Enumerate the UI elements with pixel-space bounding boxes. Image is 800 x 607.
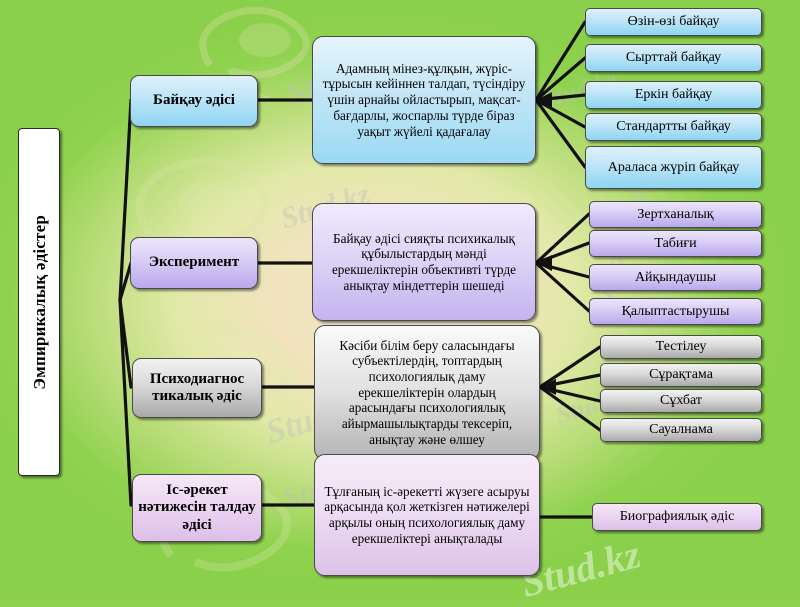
leaf-label: Биографиялық әдіс bbox=[619, 509, 735, 525]
leaf-label: Қалыптастырушы bbox=[621, 303, 730, 319]
description-label: Адамның мінез-құлқын, жүріс-тұрысын кейі… bbox=[322, 60, 526, 139]
description-node-psychodiagnostic[interactable]: Кәсіби білім беру саласындағы субъектіле… bbox=[314, 325, 540, 460]
link-psy-leaf-1 bbox=[538, 345, 602, 389]
leaf-label: Сұхбат bbox=[660, 393, 702, 409]
link-obs-leaf-1 bbox=[534, 20, 587, 102]
leaf-label: Сырттай байқау bbox=[625, 50, 722, 66]
link-exp-leaf-4 bbox=[534, 261, 591, 313]
description-label: Кәсіби білім беру саласындағы субъектіле… bbox=[339, 337, 515, 447]
method-node-psychodiagnostic[interactable]: Психодиагнос тикалық әдіс bbox=[132, 358, 262, 418]
leaf-label: Өзін-өзі байқау bbox=[627, 14, 720, 30]
leaf-node-psychodiagnostic-2[interactable]: Сұрақтама bbox=[600, 363, 762, 387]
link-root-experiment bbox=[118, 261, 133, 302]
link-obs-leaf-4 bbox=[534, 98, 587, 129]
description-label: Тұлғаның іс-әрекетті жүзеге асыруы арқас… bbox=[324, 483, 530, 546]
method-node-activity[interactable]: Іс-әрекет нәтижесін талдау әдісі bbox=[132, 474, 262, 542]
leaf-node-experiment-1[interactable]: Зертханалық bbox=[589, 201, 762, 228]
method-node-experiment[interactable]: Эксперимент bbox=[130, 237, 258, 289]
leaf-node-observation-3[interactable]: Еркін байқау bbox=[585, 81, 762, 109]
description-label: Байқау әдісі сияқты психикалық құбылыста… bbox=[331, 230, 517, 293]
method-label: Психодиагнос тикалық әдіс bbox=[149, 370, 245, 404]
leaf-node-experiment-3[interactable]: Айқындаушы bbox=[589, 264, 762, 291]
leaf-node-psychodiagnostic-3[interactable]: Сұхбат bbox=[600, 389, 762, 413]
leaf-node-psychodiagnostic-4[interactable]: Сауалнама bbox=[600, 418, 762, 442]
leaf-node-observation-2[interactable]: Сырттай байқау bbox=[585, 44, 762, 72]
leaf-label: Зертханалық bbox=[637, 206, 714, 222]
root-node[interactable]: Эмпирикалық әдістер bbox=[18, 128, 60, 476]
link-obs-leaf-2 bbox=[534, 56, 587, 102]
description-node-experiment[interactable]: Байқау әдісі сияқты психикалық құбылыста… bbox=[312, 203, 536, 321]
leaf-node-experiment-4[interactable]: Қалыптастырушы bbox=[589, 298, 762, 325]
leaf-label: Стандартты байқау bbox=[616, 119, 731, 135]
method-node-observation[interactable]: Байқау әдісі bbox=[130, 75, 258, 127]
link-exp-leaf-1 bbox=[534, 212, 591, 265]
leaf-label: Сұрақтама bbox=[649, 367, 713, 383]
method-label: Эксперимент bbox=[148, 254, 240, 271]
leaf-node-observation-4[interactable]: Стандартты байқау bbox=[585, 113, 762, 141]
link-obs-leaf-5 bbox=[534, 98, 587, 169]
leaf-node-experiment-2[interactable]: Табиғи bbox=[589, 230, 762, 257]
leaf-label: Араласа жүріп байқау bbox=[607, 159, 740, 175]
leaf-node-activity-1[interactable]: Биографиялық әдіс bbox=[592, 503, 762, 531]
link-root-observation bbox=[118, 98, 133, 302]
root-label: Эмпирикалық әдістер bbox=[29, 214, 49, 390]
method-label: Іс-әрекет нәтижесін талдау әдісі bbox=[138, 481, 256, 533]
link-root-activity bbox=[118, 298, 133, 507]
description-node-observation[interactable]: Адамның мінез-құлқын, жүріс-тұрысын кейі… bbox=[312, 36, 536, 164]
method-label: Байқау әдісі bbox=[153, 92, 235, 109]
leaf-label: Еркін байқау bbox=[634, 87, 713, 103]
description-node-activity[interactable]: Тұлғаның іс-әрекетті жүзеге асыруы арқас… bbox=[314, 454, 540, 576]
leaf-label: Тестілеу bbox=[655, 339, 707, 355]
link-psy-leaf-4 bbox=[538, 385, 602, 432]
leaf-node-psychodiagnostic-1[interactable]: Тестілеу bbox=[600, 335, 762, 359]
arrowheads bbox=[536, 92, 556, 395]
leaf-label: Сауалнама bbox=[649, 422, 713, 438]
leaf-node-observation-1[interactable]: Өзін-өзі байқау bbox=[585, 8, 762, 36]
leaf-node-observation-5[interactable]: Араласа жүріп байқау bbox=[585, 146, 762, 189]
leaf-label: Табиғи bbox=[654, 235, 697, 251]
leaf-label: Айқындаушы bbox=[634, 269, 717, 285]
